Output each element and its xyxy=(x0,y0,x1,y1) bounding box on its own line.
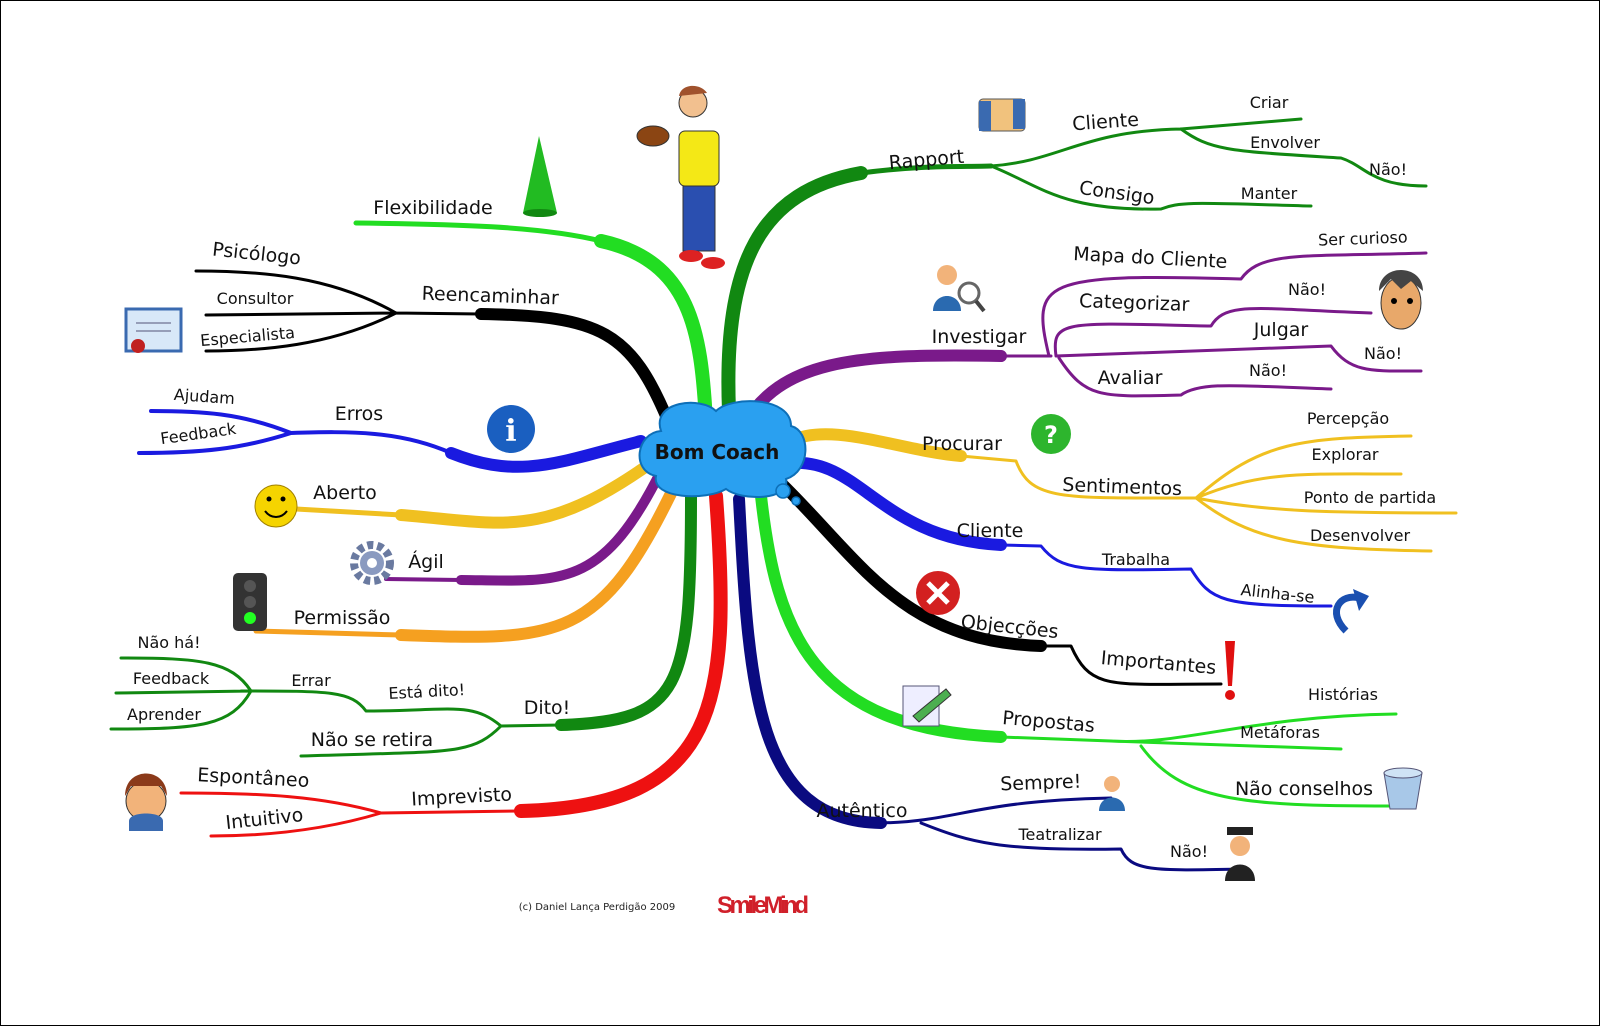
node-label-right-autentico-sempre[interactable]: Sempre! xyxy=(1000,771,1082,796)
node-label-right-propostas-historias[interactable]: Histórias xyxy=(1308,685,1378,704)
handshake-icon xyxy=(978,98,1026,132)
node-label-right-rapport-criar[interactable]: Criar xyxy=(1250,93,1289,112)
node-label-left-reencaminhar-psicologo[interactable]: Psicólogo xyxy=(211,238,302,269)
branch-procurar xyxy=(785,428,1458,553)
node-label-right-procurar-explorar[interactable]: Explorar xyxy=(1312,445,1379,464)
branch-permissao xyxy=(253,477,682,643)
node-label-right-investigar-ser_curioso[interactable]: Ser curioso xyxy=(1318,227,1408,249)
node-label-left-dito-esta_dito[interactable]: Está dito! xyxy=(388,680,466,703)
branch-autentico xyxy=(733,493,1243,872)
node-label-right-investigar-categorizar[interactable]: Categorizar xyxy=(1079,290,1190,316)
gear-icon xyxy=(350,541,394,585)
trash-icon xyxy=(1383,767,1423,810)
branch-objeccoes xyxy=(775,477,1223,686)
woman-face-icon xyxy=(125,773,167,831)
node-label-right-procurar-desenvolver[interactable]: Desenvolver xyxy=(1310,526,1411,545)
branch-rapport xyxy=(721,117,1428,418)
cone-icon xyxy=(523,136,557,217)
undo-arrow-icon xyxy=(1333,589,1369,634)
boy-face-icon xyxy=(1379,270,1423,330)
node-label-left-imprevisto-intuitivo[interactable]: Intuitivo xyxy=(224,804,304,834)
person-search-icon xyxy=(933,265,986,313)
certificate-icon xyxy=(124,307,183,353)
coach-figure-icon xyxy=(636,85,725,269)
branch-agil xyxy=(384,466,666,586)
node-label-right-autentico-label[interactable]: Autêntico xyxy=(816,800,907,822)
node-label-right-investigar-nao3[interactable]: Não! xyxy=(1249,361,1287,380)
node-label-left-erros-feedback[interactable]: Feedback xyxy=(159,419,238,449)
smiley-icon xyxy=(254,484,298,528)
node-label-right-procurar-sentimentos[interactable]: Sentimentos xyxy=(1062,474,1182,500)
branch-flexibilidade xyxy=(353,220,713,428)
branch-erros xyxy=(137,409,647,473)
copyright-text: (c) Daniel Lança Perdigão 2009 xyxy=(519,902,675,913)
info-icon[interactable]: i xyxy=(487,405,535,453)
node-label-left-imprevisto-espontaneo[interactable]: Espontâneo xyxy=(197,764,310,792)
node-label-right-propostas-metaforas[interactable]: Metáforas xyxy=(1240,723,1320,742)
branch-dito xyxy=(109,490,697,758)
node-label-right-investigar-avaliar[interactable]: Avaliar xyxy=(1098,367,1163,389)
svg-text:?: ? xyxy=(1044,421,1058,449)
node-label-right-rapport-envolver[interactable]: Envolver xyxy=(1250,133,1320,152)
node-label-right-procurar-percepcao[interactable]: Percepção xyxy=(1307,409,1389,428)
person-icon xyxy=(1099,776,1125,811)
node-label-left-dito-errar[interactable]: Errar xyxy=(291,671,331,690)
branch-propostas xyxy=(755,490,1398,808)
node-label-left-erros-ajudam[interactable]: Ajudam xyxy=(173,385,235,408)
node-label-right-cliente-label[interactable]: Cliente xyxy=(957,520,1024,542)
node-label-left-reencaminhar-consultor[interactable]: Consultor xyxy=(217,289,294,308)
question-icon: ? xyxy=(1031,414,1071,454)
node-label-right-rapport-label[interactable]: Rapport xyxy=(888,146,965,174)
center-node[interactable]: Bom Coach xyxy=(638,400,807,506)
node-label-right-rapport-nao[interactable]: Não! xyxy=(1369,160,1407,179)
node-label-left-imprevisto-label[interactable]: Imprevisto xyxy=(411,783,513,810)
node-label-left-aberto-label[interactable]: Aberto xyxy=(313,482,377,504)
node-label-left-dito-feedback[interactable]: Feedback xyxy=(133,669,210,688)
node-label-right-investigar-nao2[interactable]: Não! xyxy=(1364,344,1402,363)
node-label-right-rapport-manter[interactable]: Manter xyxy=(1241,184,1298,203)
node-label-left-dito-aprender[interactable]: Aprender xyxy=(127,705,201,724)
node-label-left-dito-label[interactable]: Dito! xyxy=(524,697,571,719)
node-label-right-procurar-ponto[interactable]: Ponto de partida xyxy=(1304,488,1436,507)
logo-text: SmileMind xyxy=(717,892,809,919)
node-label-right-objeccoes-importantes[interactable]: Importantes xyxy=(1100,647,1217,679)
node-label-right-propostas-nao_conselhos[interactable]: Não conselhos xyxy=(1235,778,1373,800)
spy-icon xyxy=(1225,827,1255,881)
error-x-icon xyxy=(916,571,960,615)
node-label-right-cliente-trabalha[interactable]: Trabalha xyxy=(1101,550,1170,569)
branch-investigar xyxy=(737,251,1428,432)
node-label-right-investigar-mapa[interactable]: Mapa do Cliente xyxy=(1073,243,1228,273)
node-label-left-dito-nao_ha[interactable]: Não há! xyxy=(137,633,200,652)
node-label-right-propostas-label[interactable]: Propostas xyxy=(1001,707,1095,737)
node-label-right-autentico-nao[interactable]: Não! xyxy=(1170,842,1208,861)
node-label-right-procurar-label[interactable]: Procurar xyxy=(922,433,1002,455)
node-label-right-rapport-cliente[interactable]: Cliente xyxy=(1072,109,1140,136)
smilemind-logo[interactable]: SmileMind xyxy=(717,892,809,919)
branch-reencaminhar xyxy=(194,269,675,429)
node-label-left-flexibilidade-label[interactable]: Flexibilidade xyxy=(373,197,492,219)
node-label-left-agil-label[interactable]: Ágil xyxy=(408,550,444,573)
node-label-right-investigar-label[interactable]: Investigar xyxy=(932,326,1027,348)
node-label-left-dito-nao_se_retira[interactable]: Não se retira xyxy=(311,729,433,751)
node-label-left-erros-label[interactable]: Erros xyxy=(335,403,383,425)
center-title: Bom Coach xyxy=(655,440,780,464)
svg-text:i: i xyxy=(505,414,516,449)
node-label-left-reencaminhar-label[interactable]: Reencaminhar xyxy=(421,283,559,310)
node-label-right-investigar-nao1[interactable]: Não! xyxy=(1288,280,1326,299)
branch-imprevisto xyxy=(179,489,728,838)
branch-cliente xyxy=(787,456,1333,608)
exclamation-icon xyxy=(1225,641,1235,700)
traffic-light-icon xyxy=(233,573,267,631)
node-label-left-permissao-label[interactable]: Permissão xyxy=(294,607,391,629)
node-label-right-investigar-julgar[interactable]: Julgar xyxy=(1253,319,1309,341)
pencil-icon xyxy=(902,685,952,727)
node-label-right-autentico-teatralizar[interactable]: Teatralizar xyxy=(1017,825,1101,844)
branch-aberto xyxy=(293,457,657,529)
